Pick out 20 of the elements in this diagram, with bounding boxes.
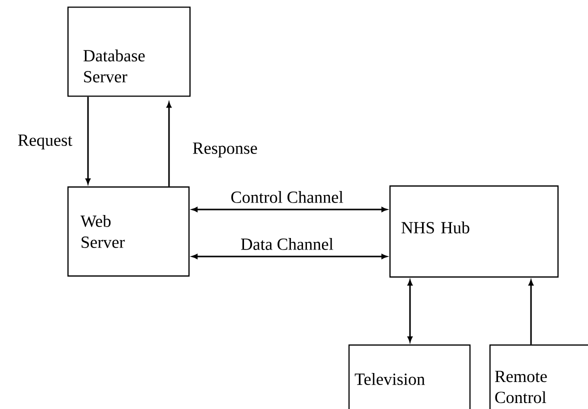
edge-label: Control Channel: [230, 190, 344, 204]
arrow: [166, 102, 172, 186]
server-box: [67, 186, 190, 277]
database-cylinder: [67, 6, 191, 97]
node-label: Remote Control: [495, 370, 547, 404]
edge-label: Request: [16, 134, 74, 150]
node-label: Database Server: [84, 50, 145, 82]
arrow: [86, 96, 90, 184]
arrow: [192, 254, 388, 259]
edge-label: Response: [191, 142, 259, 158]
arrow: [528, 280, 534, 344]
device-box: [489, 344, 588, 409]
device-box: [348, 344, 471, 409]
device-box: [389, 185, 559, 278]
node-label: NHS Hub: [402, 222, 470, 234]
edge-label: Data Channel: [240, 237, 334, 251]
node-label: Television: [354, 373, 425, 385]
arrow: [192, 207, 388, 212]
arrow: [408, 280, 412, 342]
node-label: Web Server: [80, 215, 125, 248]
